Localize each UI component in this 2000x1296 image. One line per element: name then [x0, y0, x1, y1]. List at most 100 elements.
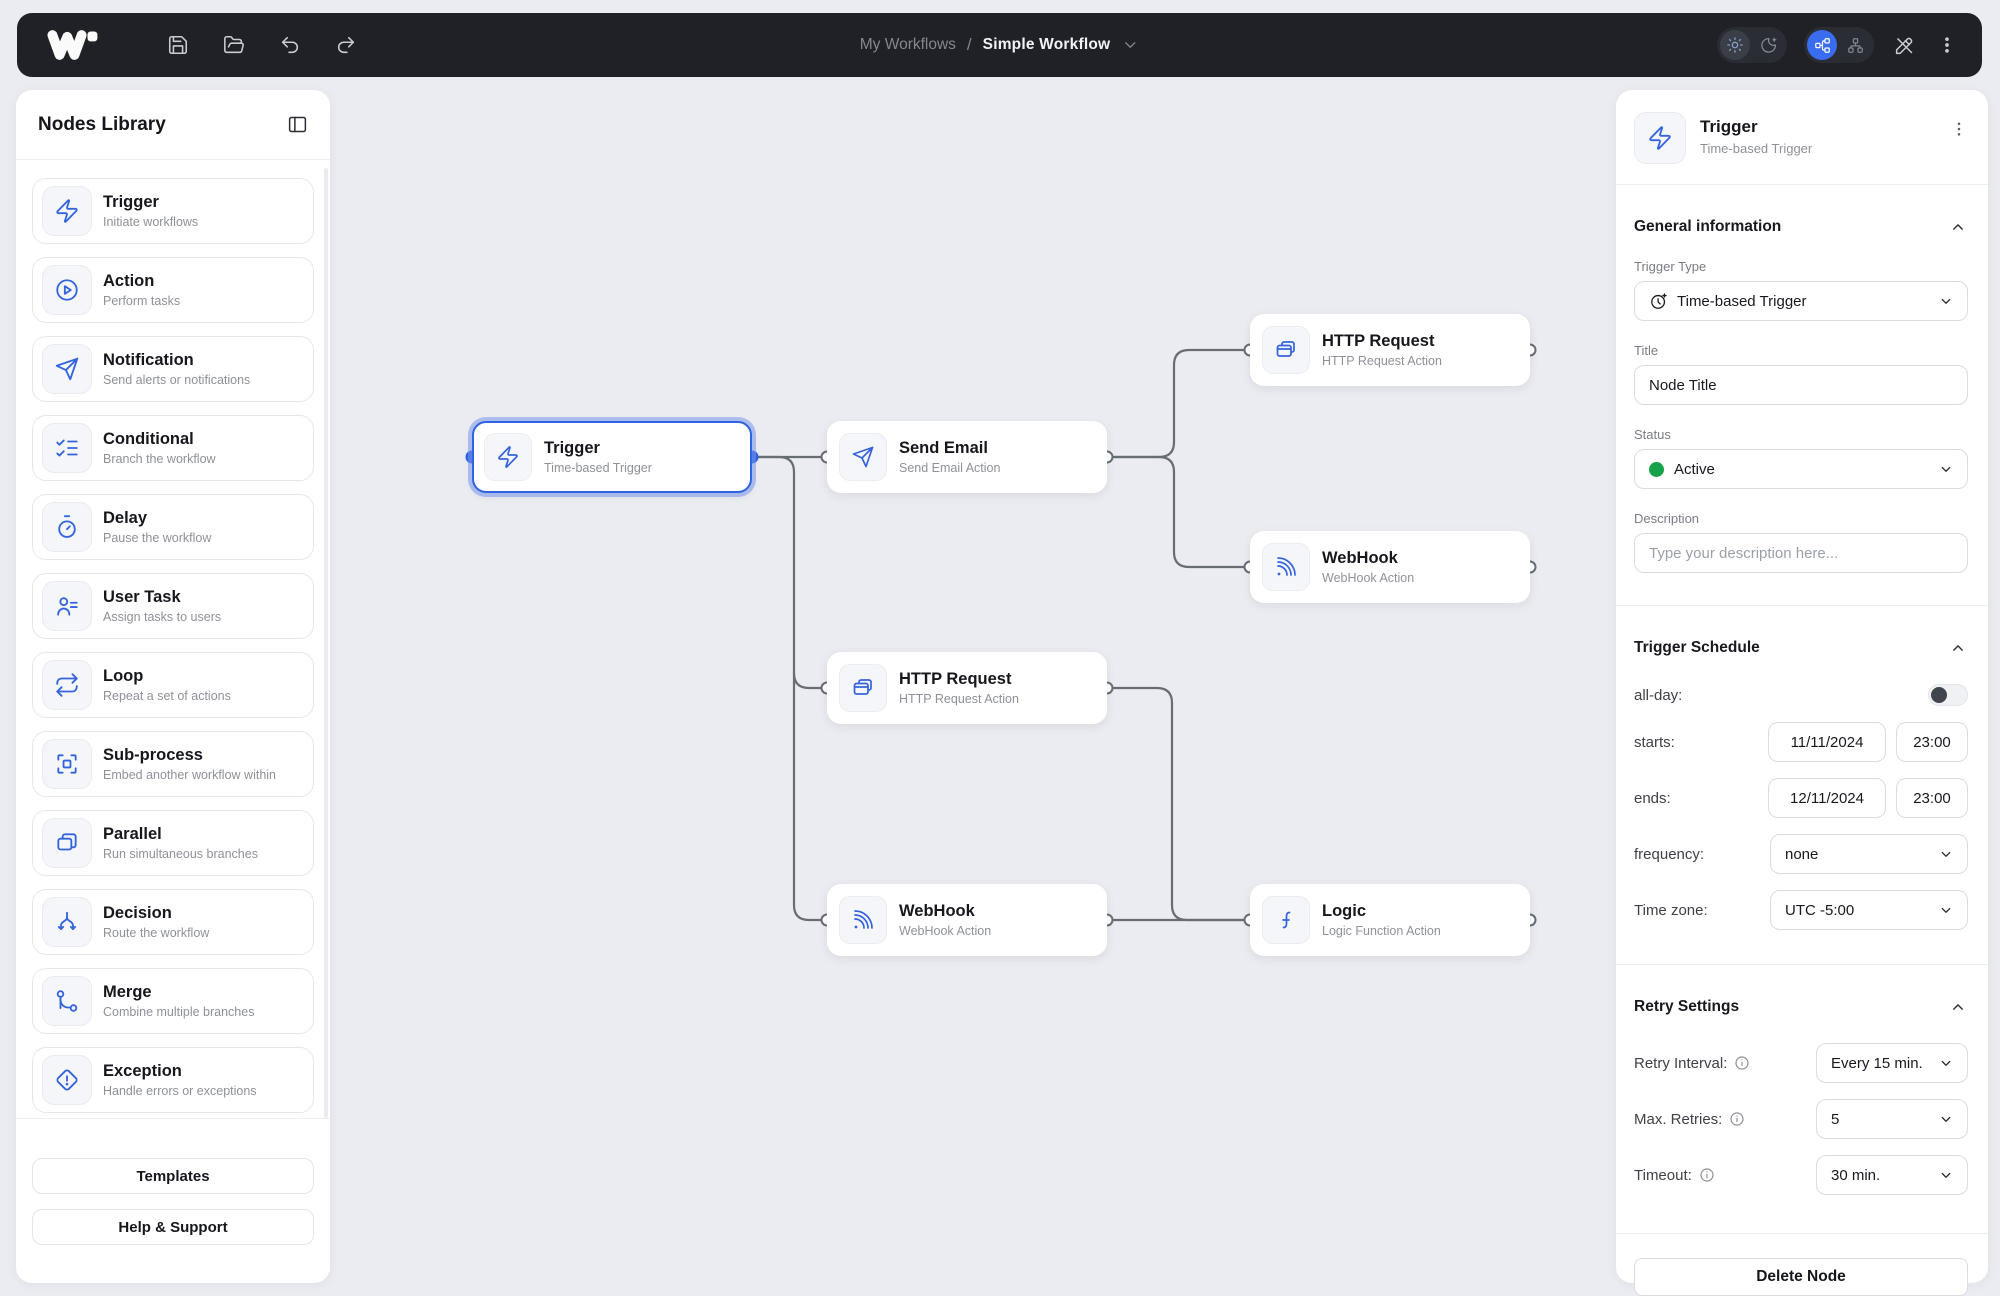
all-day-toggle[interactable] — [1928, 684, 1968, 706]
edge-trigger-webhook-bottom — [750, 455, 829, 922]
canvas-node-http-request-top[interactable]: HTTP Request HTTP Request Action — [1250, 314, 1530, 386]
trigger-schedule-section-header[interactable]: Trigger Schedule — [1634, 638, 1968, 658]
open-workflow-button[interactable] — [221, 32, 247, 58]
chevron-up-icon — [1953, 224, 1963, 230]
flow-vertical-icon — [1848, 37, 1863, 53]
dark-theme-option[interactable] — [1750, 36, 1787, 54]
send-icon — [839, 433, 887, 481]
canvas-node-send-email[interactable]: Send Email Send Email Action — [827, 421, 1107, 493]
retry-settings-section-header[interactable]: Retry Settings — [1634, 997, 1968, 1017]
starts-date-input[interactable]: 11/11/2024 — [1768, 722, 1886, 762]
info-icon[interactable] — [1699, 1167, 1715, 1183]
browser-windows-icon — [1262, 326, 1310, 374]
trigger-type-select[interactable]: Time-based Trigger — [1634, 281, 1968, 321]
node-title: HTTP Request — [899, 670, 1012, 688]
status-select[interactable]: Active — [1634, 449, 1968, 489]
canvas-node-logic[interactable]: Logic Logic Function Action — [1250, 884, 1530, 956]
templates-button[interactable]: Templates — [32, 1158, 314, 1194]
theme-toggle[interactable] — [1717, 27, 1787, 63]
nodes-library-title: Nodes Library — [38, 113, 166, 135]
description-input[interactable] — [1634, 533, 1968, 573]
vertical-layout-option[interactable] — [1837, 37, 1874, 54]
node-title: WebHook — [899, 902, 975, 920]
chevron-down-icon — [1937, 1166, 1955, 1184]
section-title: General information — [1634, 218, 1782, 235]
timer-icon — [42, 502, 92, 552]
light-theme-option[interactable] — [1720, 30, 1750, 60]
clock-icon — [1649, 292, 1668, 311]
ends-date-input[interactable]: 12/11/2024 — [1768, 778, 1886, 818]
trigger-type-value: Time-based Trigger — [1677, 292, 1807, 310]
max-retries-select[interactable]: 5 — [1816, 1099, 1968, 1139]
library-scrollbar[interactable] — [324, 168, 328, 1118]
save-button[interactable] — [165, 32, 191, 58]
node-title: Send Email — [899, 439, 988, 457]
inspector-more-button[interactable] — [1950, 120, 1968, 143]
node-subtitle: WebHook Action — [1322, 571, 1415, 585]
lightning-icon — [42, 186, 92, 236]
all-day-label: all-day: — [1634, 686, 1683, 704]
node-title-input[interactable] — [1634, 365, 1968, 405]
starts-time-input[interactable]: 23:00 — [1896, 722, 1968, 762]
more-options-button[interactable] — [1934, 32, 1960, 58]
node-subtitle: Logic Function Action — [1322, 924, 1441, 938]
canvas-node-trigger[interactable]: Trigger Time-based Trigger — [472, 421, 752, 493]
ends-time-input[interactable]: 23:00 — [1896, 778, 1968, 818]
delete-node-button[interactable]: Delete Node — [1634, 1258, 1968, 1296]
redo-button[interactable] — [333, 32, 359, 58]
timeout-value: 30 min. — [1831, 1166, 1881, 1184]
retry-interval-select[interactable]: Every 15 min. — [1816, 1043, 1968, 1083]
canvas-node-http-request-mid[interactable]: HTTP Request HTTP Request Action — [827, 652, 1107, 724]
starts-label: starts: — [1634, 733, 1675, 751]
canvas-node-webhook-bottom[interactable]: WebHook WebHook Action — [827, 884, 1107, 956]
library-item-title: Action — [103, 272, 155, 290]
all-day-row: all-day: — [1634, 684, 1968, 706]
divider — [1616, 605, 1988, 606]
frequency-select[interactable]: none — [1770, 834, 1968, 874]
library-item-desc: Send alerts or notifications — [103, 373, 251, 387]
library-item-title: Delay — [103, 509, 148, 527]
library-item-desc: Handle errors or exceptions — [103, 1084, 257, 1098]
sun-icon — [1727, 37, 1743, 53]
collapse-panel-icon[interactable] — [287, 114, 308, 135]
title-label: Title — [1634, 343, 1659, 358]
chevron-down-icon[interactable] — [1121, 36, 1139, 54]
top-toolbar: My Workflows / Simple Workflow — [17, 13, 1982, 77]
section-title: Trigger Schedule — [1634, 639, 1760, 656]
node-title: WebHook — [1322, 549, 1398, 567]
info-icon[interactable] — [1729, 1111, 1745, 1127]
chevron-down-icon — [1937, 460, 1955, 478]
canvas-node-webhook-right[interactable]: WebHook WebHook Action — [1250, 531, 1530, 603]
layout-direction-toggle[interactable] — [1804, 27, 1874, 63]
library-item-title: Trigger — [103, 193, 159, 211]
breadcrumb-parent[interactable]: My Workflows — [859, 36, 956, 53]
split-icon — [42, 897, 92, 947]
info-icon[interactable] — [1734, 1055, 1750, 1071]
library-item-desc: Embed another workflow within — [103, 768, 276, 782]
general-information-section-header[interactable]: General information — [1634, 217, 1968, 237]
breadcrumb: My Workflows / Simple Workflow — [860, 35, 1140, 55]
library-item-title: Sub-process — [103, 746, 203, 764]
timeout-select[interactable]: 30 min. — [1816, 1155, 1968, 1195]
lightning-icon — [1634, 112, 1686, 164]
lock-editing-button[interactable] — [1891, 32, 1917, 58]
git-merge-icon — [42, 976, 92, 1026]
timezone-select[interactable]: UTC -5:00 — [1770, 890, 1968, 930]
undo-button[interactable] — [277, 32, 303, 58]
app-logo[interactable] — [43, 27, 105, 63]
horizontal-layout-option[interactable] — [1807, 30, 1837, 60]
help-support-button[interactable]: Help & Support — [32, 1209, 314, 1245]
